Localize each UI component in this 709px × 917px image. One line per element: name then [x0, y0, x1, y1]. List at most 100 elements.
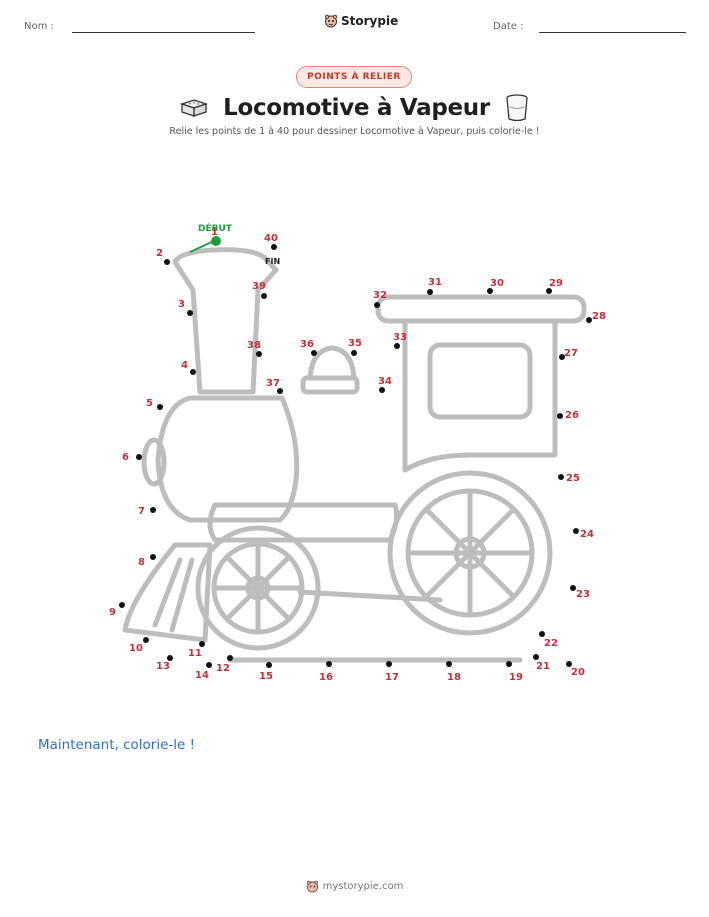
milk-cup-icon: [506, 94, 528, 122]
dot-label-25: 25: [566, 473, 580, 484]
dot-label-32: 32: [373, 290, 387, 301]
storypie-logo-icon: [306, 880, 318, 893]
dot-label-3: 3: [178, 299, 185, 310]
dot-39: [261, 293, 267, 299]
dot-label-1: 1: [211, 227, 218, 238]
page-title: Locomotive à Vapeur: [223, 95, 490, 121]
dot-label-20: 20: [571, 667, 585, 678]
dot-label-16: 16: [319, 672, 333, 683]
dot-label-29: 29: [549, 278, 563, 289]
dot-label-17: 17: [385, 672, 399, 683]
dot-31: [427, 289, 433, 295]
dot-label-33: 33: [393, 332, 407, 343]
dot-label-10: 10: [129, 643, 143, 654]
dot-label-24: 24: [580, 529, 594, 540]
dot-label-30: 30: [490, 278, 504, 289]
date-line[interactable]: [539, 32, 686, 33]
dot-25: [558, 474, 564, 480]
brand-name: Storypie: [341, 14, 399, 28]
dot-label-38: 38: [247, 340, 261, 351]
boiler-front: [141, 437, 167, 487]
dot-label-31: 31: [428, 277, 442, 288]
dot-29: [546, 288, 552, 294]
dot-28: [586, 317, 592, 323]
dot-label-13: 13: [156, 661, 170, 672]
dot-label-2: 2: [156, 248, 163, 259]
cab-window: [427, 342, 533, 420]
start-marker: [211, 236, 221, 246]
dot-label-27: 27: [564, 348, 578, 359]
dot-14: [206, 662, 212, 668]
dot-label-34: 34: [378, 376, 392, 387]
boiler-outline: [155, 395, 300, 523]
category-badge: POINTS À RELIER: [296, 66, 412, 88]
dot-22: [539, 631, 545, 637]
dot-label-9: 9: [109, 607, 116, 618]
dot-label-19: 19: [509, 672, 523, 683]
dot-label-18: 18: [447, 672, 461, 683]
cow-catcher: [122, 542, 213, 643]
dot-label-37: 37: [266, 378, 280, 389]
dot-label-22: 22: [544, 638, 558, 649]
footer-url: mystorypie.com: [322, 881, 404, 892]
chimney-outline: [172, 247, 279, 395]
dot-21: [533, 654, 539, 660]
start-label: DÉBUT: [198, 222, 233, 234]
dot-label-40: 40: [264, 233, 278, 244]
dot-label-21: 21: [536, 661, 550, 672]
dot-37: [277, 388, 283, 394]
dot-33: [394, 343, 400, 349]
dot-38: [256, 351, 262, 357]
dot-label-35: 35: [348, 338, 362, 349]
date-label: Date :: [493, 21, 524, 32]
dot-35: [351, 350, 357, 356]
cab-body: [402, 318, 558, 473]
dot-20: [566, 661, 572, 667]
tofu-box-icon: [180, 99, 209, 117]
dot-label-26: 26: [565, 410, 579, 421]
dot-15: [266, 662, 272, 668]
cab-roof: [375, 294, 587, 324]
dot-8: [150, 554, 156, 560]
dot-label-36: 36: [300, 339, 314, 350]
dot-40: [271, 244, 277, 250]
name-line[interactable]: [72, 32, 255, 33]
dot-18: [446, 661, 452, 667]
dot-label-15: 15: [259, 671, 273, 682]
dot-19: [506, 661, 512, 667]
dot-3: [187, 310, 193, 316]
small-wheel: [195, 525, 321, 651]
storypie-logo-icon: [324, 14, 337, 28]
dot-label-23: 23: [576, 589, 590, 600]
dome-base: [300, 375, 360, 395]
dot-13: [167, 655, 173, 661]
dot-30: [487, 288, 493, 294]
name-label: Nom :: [24, 21, 54, 32]
dot-27: [559, 354, 565, 360]
dot-7: [150, 507, 156, 513]
dot-5: [157, 404, 163, 410]
dot-9: [119, 602, 125, 608]
dot-26: [557, 413, 563, 419]
dot-2: [164, 259, 170, 265]
dot-label-12: 12: [216, 663, 230, 674]
dot-34: [379, 387, 385, 393]
dot-24: [573, 528, 579, 534]
dot-6: [136, 454, 142, 460]
dot-label-7: 7: [138, 506, 145, 517]
title-row: Locomotive à Vapeur: [0, 89, 709, 127]
brand: Storypie: [324, 14, 398, 28]
dot-16: [326, 661, 332, 667]
footer: mystorypie.com: [0, 880, 709, 893]
dot-label-4: 4: [181, 360, 188, 371]
end-label: FIN: [265, 257, 280, 266]
dot-label-39: 39: [252, 281, 266, 292]
dot-36: [311, 350, 317, 356]
dot-label-11: 11: [188, 648, 202, 659]
color-instruction: Maintenant, colorie-le !: [38, 737, 196, 753]
dot-4: [190, 369, 196, 375]
dot-label-5: 5: [146, 398, 153, 409]
dot-10: [143, 637, 149, 643]
steam-dome: [307, 345, 357, 381]
